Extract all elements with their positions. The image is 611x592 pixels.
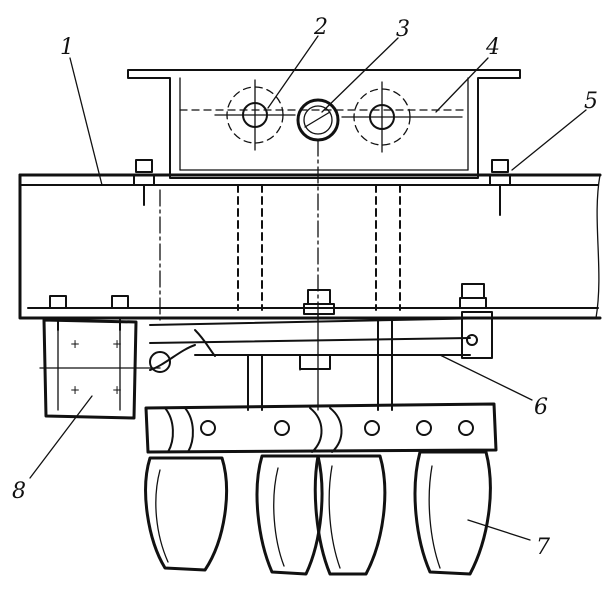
main-beam: [18, 173, 602, 320]
callout-2: 2: [313, 15, 328, 40]
bolt-bottom-center: [303, 289, 335, 315]
svg-text:+: +: [70, 337, 80, 351]
bolt-bottom-2: [111, 295, 129, 331]
leader-lines: [29, 35, 587, 541]
svg-text:+: +: [112, 383, 122, 397]
bolt-left-top: [133, 159, 155, 206]
callout-3: 3: [396, 17, 410, 42]
callout-4: 4: [485, 35, 500, 60]
bolt-2: [214, 79, 296, 151]
vertical-shafts: [159, 139, 401, 321]
callout-5: 5: [584, 89, 598, 114]
tie-bar-6: [149, 311, 493, 371]
bolt-5: [489, 159, 511, 216]
hanger-rods: [247, 314, 393, 411]
side-box-8: + + + +: [39, 318, 196, 420]
svg-text:+: +: [112, 337, 122, 351]
bolt-bottom-right: [459, 283, 487, 309]
flange-bolts: [49, 159, 511, 331]
roller-bar: [144, 402, 498, 454]
rollers-7: [144, 450, 492, 576]
callout-8: 8: [12, 479, 26, 504]
callout-6: 6: [534, 395, 548, 420]
svg-text:+: +: [70, 383, 80, 397]
callout-1: 1: [60, 35, 74, 60]
callout-7: 7: [536, 535, 550, 560]
bolt-bottom-1: [49, 295, 67, 331]
fitting-3: [296, 98, 340, 142]
bolt-4: [341, 81, 463, 153]
